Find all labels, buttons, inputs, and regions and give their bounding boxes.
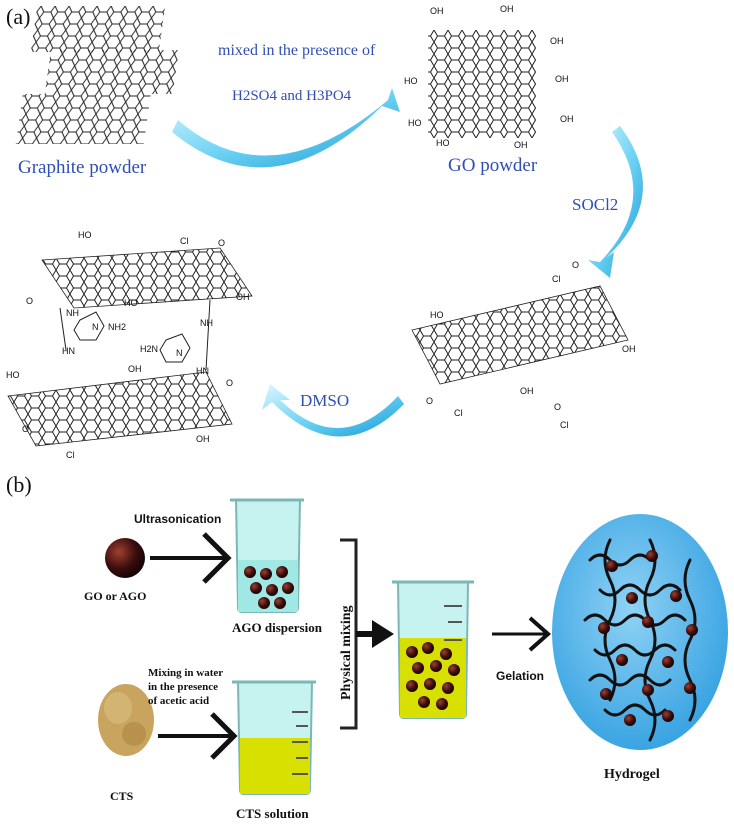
ago-o-1: O bbox=[218, 238, 225, 248]
acyl-cl-label-3: Cl bbox=[560, 420, 569, 430]
go-cooh-label-1: OH bbox=[430, 6, 444, 16]
ago-oh-1: OH bbox=[236, 292, 250, 302]
go-cooh-label-2: OH bbox=[500, 4, 514, 14]
ago-oh-2: OH bbox=[128, 364, 142, 374]
ago-n-1: N bbox=[92, 322, 99, 332]
mixing-label-line1: Mixing in water bbox=[148, 667, 223, 679]
go-caption: GO powder bbox=[448, 155, 538, 176]
acyl-o-label-3: O bbox=[554, 402, 561, 412]
arrow-step3 bbox=[262, 384, 404, 437]
go-cooh-label-5: OH bbox=[560, 114, 574, 124]
ago-oh-3: OH bbox=[196, 434, 210, 444]
ago-cl-2: Cl bbox=[66, 450, 75, 460]
mixed-beaker bbox=[392, 580, 474, 719]
cts-solution-label: CTS solution bbox=[236, 806, 309, 821]
mixing-label-line3: of acetic acid bbox=[148, 695, 209, 707]
arrow-gelation bbox=[492, 616, 552, 652]
mixing-label-line2: in the presence bbox=[148, 681, 218, 693]
go-cooh-label-3: OH bbox=[550, 36, 564, 46]
step2-label: SOCl2 bbox=[572, 195, 618, 214]
go-cooh-label-6: OH bbox=[514, 140, 528, 150]
go-ho-label-2: HO bbox=[408, 118, 422, 128]
go-cooh-label-4: OH bbox=[555, 74, 569, 84]
ago-hn-2: HN bbox=[196, 366, 209, 376]
ago-o-4: O bbox=[22, 424, 29, 434]
acyl-o-label-1: O bbox=[572, 260, 579, 270]
ago-o-3: O bbox=[226, 378, 233, 388]
ago-cl-1: Cl bbox=[180, 236, 189, 246]
ago-ho-3: HO bbox=[6, 370, 20, 380]
go-or-ago-label: GO or AGO bbox=[84, 589, 146, 603]
ago-nh2-1: NH2 bbox=[108, 322, 126, 332]
acyl-o-label-2: O bbox=[426, 396, 433, 406]
acyl-chloride-structure: Cl O HO OH OH O Cl O Cl bbox=[411, 260, 636, 430]
arrow-ultrasonication bbox=[150, 532, 232, 584]
ago-ho-1: HO bbox=[78, 230, 92, 240]
cts-label: CTS bbox=[110, 789, 134, 803]
go-ho-label-3: HO bbox=[436, 138, 450, 148]
arrow-step1 bbox=[172, 88, 400, 168]
go-particle bbox=[105, 538, 145, 578]
cts-powder bbox=[98, 684, 154, 756]
hydrogel-label: Hydrogel bbox=[604, 767, 660, 782]
ago-structure: HO Cl O O HO OH NH N NH2 HN NH H2N N HN … bbox=[6, 230, 253, 460]
ago-hn-1: HN bbox=[62, 346, 75, 356]
acyl-oh-label-1: OH bbox=[622, 344, 636, 354]
ago-dispersion-label: AGO dispersion bbox=[232, 620, 323, 635]
go-ho-label-1: HO bbox=[404, 76, 418, 86]
arrow-step2 bbox=[588, 126, 643, 278]
go-structure: OH OH OH OH HO HO OH HO OH bbox=[404, 4, 574, 150]
acyl-cl-label-1: Cl bbox=[552, 274, 561, 284]
cts-solution-beaker bbox=[232, 680, 316, 795]
panel-b-label: (b) bbox=[6, 472, 32, 497]
ago-nh-2: NH bbox=[200, 318, 213, 328]
acyl-ho-label: HO bbox=[430, 310, 444, 320]
gelation-label: Gelation bbox=[496, 669, 544, 683]
step1-label-line2: H2SO4 and H3PO4 bbox=[232, 88, 352, 104]
hydrogel-sphere bbox=[552, 514, 728, 750]
acyl-cl-label-2: Cl bbox=[454, 408, 463, 418]
ago-nh-1: NH bbox=[66, 308, 79, 318]
graphite-caption: Graphite powder bbox=[18, 157, 147, 178]
graphite-structure bbox=[15, 6, 179, 144]
ago-n-2: N bbox=[176, 348, 183, 358]
step1-label-line1: mixed in the presence of bbox=[218, 42, 376, 59]
ago-o-2: O bbox=[26, 296, 33, 306]
step3-label: DMSO bbox=[300, 391, 349, 410]
panel-a-label: (a) bbox=[6, 4, 30, 29]
ago-ho-2: HO bbox=[124, 298, 138, 308]
acyl-oh-label-2: OH bbox=[520, 386, 534, 396]
ago-h2n-1: H2N bbox=[140, 344, 158, 354]
ago-dispersion-beaker bbox=[230, 498, 304, 613]
physical-mixing-label: Physical mixing bbox=[339, 605, 354, 700]
ultrasonication-label: Ultrasonication bbox=[134, 512, 221, 526]
arrow-mixing bbox=[158, 712, 238, 760]
physical-mixing-bracket bbox=[340, 538, 394, 730]
